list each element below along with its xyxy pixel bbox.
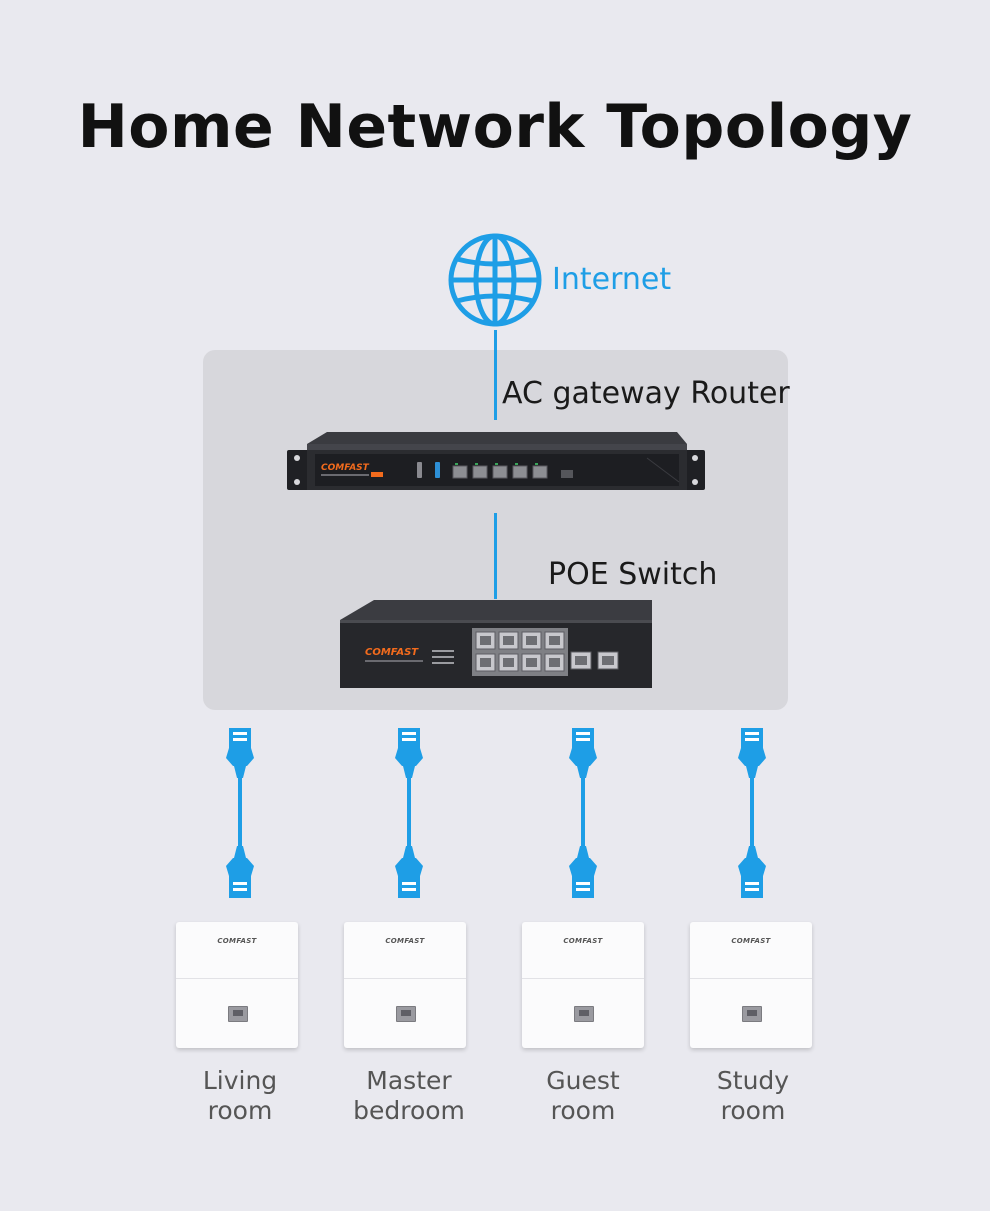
internet-router-link [494,330,497,420]
cable-group [226,728,766,898]
room-label-guest: Guest room [493,1066,673,1126]
room-label-line1: Study [716,1066,790,1095]
globe-icon [448,233,542,327]
switch-label: POE Switch [548,557,718,592]
panel-divider [522,978,644,979]
room-label-line1: Guest [546,1066,620,1095]
room-label-line2: room [550,1096,616,1125]
page-title: Home Network Topology [77,92,913,162]
router-device: COMFAST [287,432,705,490]
room-label-master-bedroom: Master bedroom [319,1066,499,1126]
room-label-line2: room [207,1096,273,1125]
ethernet-port-icon [396,1006,416,1022]
access-point-brand: COMFAST [217,937,257,945]
ethernet-port-icon [574,1006,594,1022]
cable-1 [226,728,254,898]
cable-3 [569,728,597,898]
internet-label: Internet [552,262,672,297]
access-point-brand: COMFAST [385,937,425,945]
router-brand: COMFAST [321,463,370,473]
ethernet-port-icon [742,1006,762,1022]
access-point-brand: COMFAST [731,937,771,945]
access-point-3: COMFAST [522,922,644,1048]
room-label-line2: room [720,1096,786,1125]
poe-switch-device: COMFAST [340,600,652,688]
ethernet-port-icon [228,1006,248,1022]
access-point-2: COMFAST [344,922,466,1048]
access-point-1: COMFAST [176,922,298,1048]
cable-2 [395,728,423,898]
panel-divider [344,978,466,979]
panel-divider [690,978,812,979]
room-label-line1: Master [366,1066,452,1095]
cable-4 [738,728,766,898]
room-label-study: Study room [663,1066,843,1126]
router-switch-link [494,513,497,599]
panel-divider [176,978,298,979]
access-point-4: COMFAST [690,922,812,1048]
router-label: AC gateway Router [502,376,790,411]
room-label-living: Living room [150,1066,330,1126]
switch-brand: COMFAST [365,647,419,658]
room-label-line1: Living [202,1066,278,1095]
access-point-brand: COMFAST [563,937,603,945]
room-label-line2: bedroom [353,1096,465,1125]
